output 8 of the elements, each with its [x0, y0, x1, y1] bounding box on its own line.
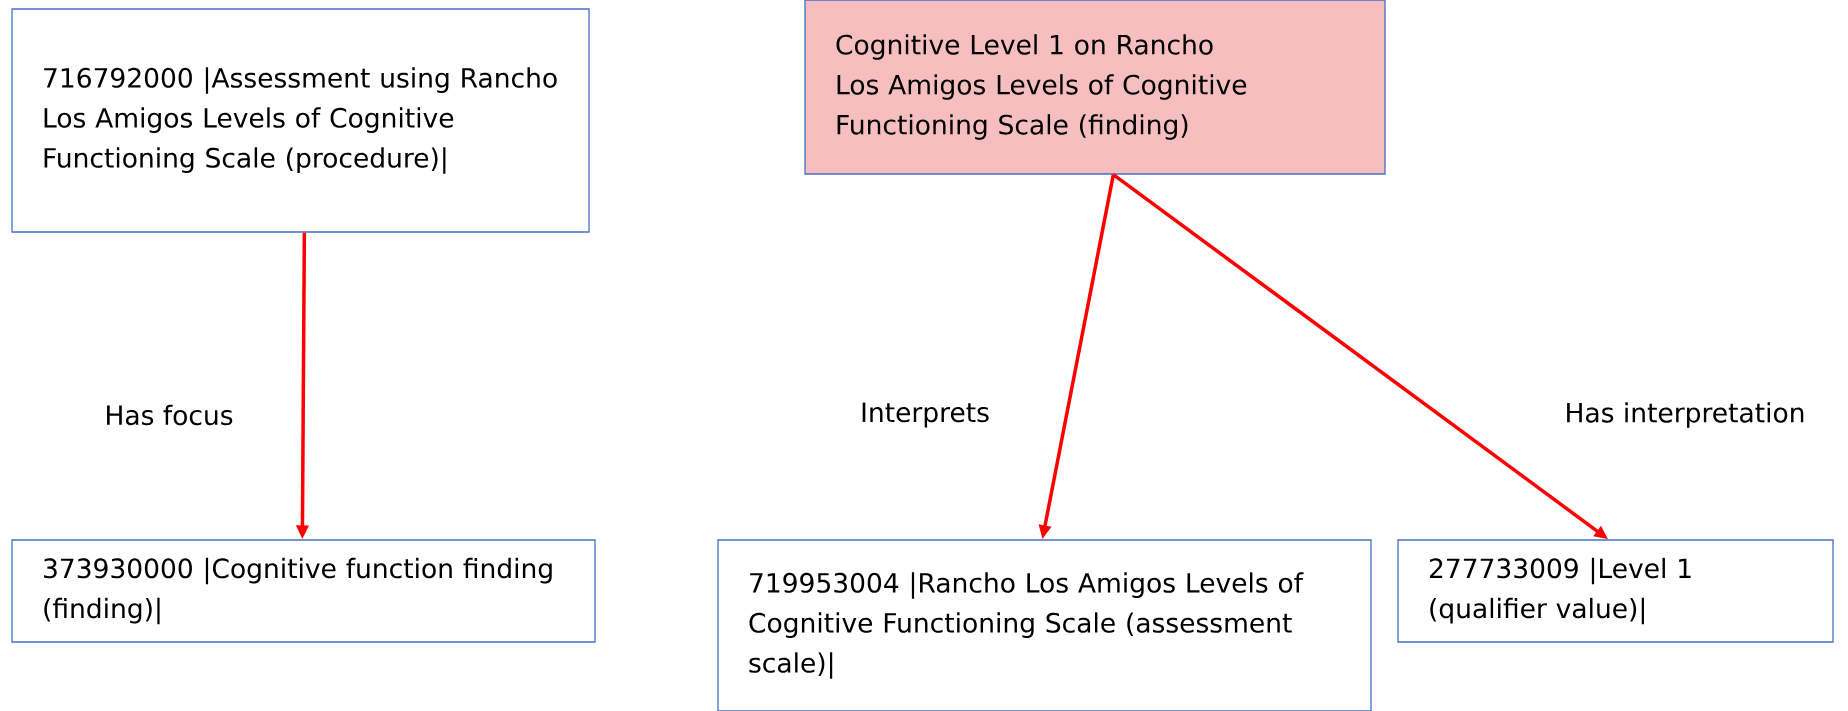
finding-box: Cognitive Level 1 on Rancho Los Amigos Levels of Cognitive Functioning Scale (finding): [804, 0, 1386, 175]
concept-box: 277733009 |Level 1 (qualifier value)|: [1397, 539, 1834, 643]
edge-label: Interprets: [862, 402, 989, 428]
edge-label: Has focus: [107, 404, 233, 426]
concept-box: 373930000 |Cognitive function finding (finding)|: [11, 539, 596, 643]
edge-label: Has interpretation: [1567, 402, 1804, 428]
concept-box: 719953004 |Rancho Los Amigos Levels of Cognitive Functioning Scale (assessment scale)|: [717, 539, 1372, 711]
concept-box: 716792000 |Assessment using Rancho Los Amigos Levels of Cognitive Functioning Scale (procedure)|: [11, 8, 590, 233]
